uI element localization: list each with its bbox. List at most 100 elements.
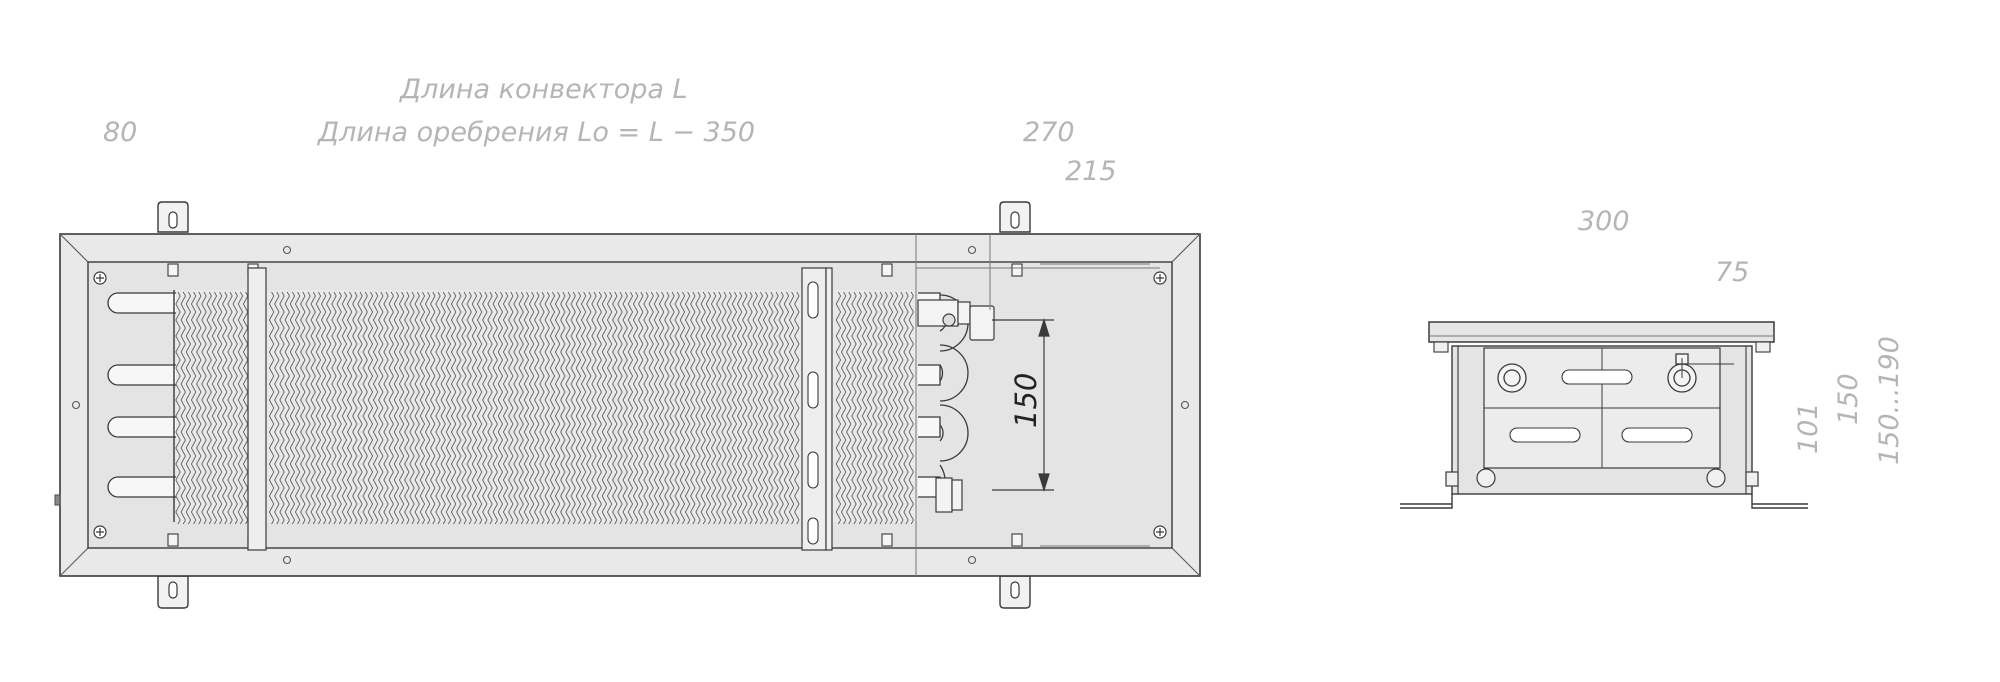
- section-view: [1400, 321, 1808, 509]
- section-grille: [1428, 321, 1775, 343]
- mounting-bracket-bottom-right: [999, 575, 1031, 609]
- frame-bevel: [59, 233, 1201, 577]
- fin: [742, 291, 748, 525]
- fin: [315, 291, 322, 525]
- fin: [653, 291, 660, 525]
- fin: [482, 291, 488, 525]
- fin: [336, 291, 342, 525]
- finning-length-label: Длина оребрения Lo = L − 350: [317, 117, 755, 148]
- fin: [284, 291, 290, 525]
- fin: [570, 291, 576, 525]
- fin: [783, 291, 790, 525]
- fin: [586, 291, 592, 525]
- fin: [445, 291, 452, 525]
- fin: [414, 291, 420, 525]
- fin: [383, 291, 389, 525]
- fin: [175, 291, 181, 525]
- fin: [851, 291, 857, 525]
- fin: [638, 291, 644, 525]
- fin: [372, 291, 379, 525]
- fin: [617, 291, 623, 525]
- fin: [185, 291, 192, 525]
- top-view: 150: [54, 201, 1201, 609]
- fin: [892, 291, 899, 525]
- fin: [877, 291, 883, 525]
- fin: [762, 291, 769, 525]
- fin: [326, 291, 332, 525]
- fin: [232, 291, 238, 525]
- fin: [409, 291, 415, 525]
- fin: [300, 291, 306, 525]
- fin: [180, 291, 186, 525]
- section-feet: [1445, 468, 1759, 488]
- fin: [601, 291, 608, 525]
- section-width-label: 300: [1578, 206, 1630, 237]
- corner-screws: [93, 271, 1167, 539]
- right-offset-label: 270: [1023, 117, 1075, 148]
- support-plate-slots: [807, 281, 819, 545]
- fin: [835, 291, 842, 525]
- fin: [778, 291, 784, 525]
- fin: [752, 291, 758, 525]
- fin: [726, 291, 732, 525]
- fin: [669, 291, 675, 525]
- fin: [705, 291, 712, 525]
- fin: [768, 291, 774, 525]
- fin: [534, 291, 540, 525]
- section-fittings: [1497, 353, 1697, 393]
- fin: [658, 291, 665, 525]
- inlet-fitting: [917, 299, 995, 341]
- fin: [388, 291, 394, 525]
- fin: [560, 291, 566, 525]
- fin: [773, 291, 779, 525]
- fin: [710, 291, 717, 525]
- fin: [508, 291, 514, 525]
- fin: [898, 291, 904, 525]
- fin: [419, 291, 426, 525]
- fin: [528, 291, 535, 525]
- fin: [632, 291, 639, 525]
- outlet-fitting: [935, 477, 963, 513]
- fin: [861, 291, 868, 525]
- fin: [274, 291, 280, 525]
- fin: [476, 291, 483, 525]
- fin: [856, 291, 862, 525]
- section-flanges: [1400, 494, 1808, 509]
- fin: [903, 291, 909, 525]
- fin: [747, 291, 753, 525]
- fin: [492, 291, 498, 525]
- depth-101-label: 101: [1793, 402, 1824, 454]
- fin: [580, 291, 587, 525]
- fin: [887, 291, 894, 525]
- fin: [456, 291, 462, 525]
- fin: [679, 291, 686, 525]
- fin: [289, 291, 296, 525]
- fin: [872, 291, 878, 525]
- fin: [497, 291, 504, 525]
- convector-length-label: Длина конвектора L: [399, 74, 688, 105]
- fin: [206, 291, 212, 525]
- fin: [268, 291, 275, 525]
- fin: [190, 291, 197, 525]
- depth-150-label: 150: [1833, 373, 1864, 425]
- fin: [440, 291, 446, 525]
- right-inner-offset-label: 215: [1065, 156, 1117, 187]
- fin: [690, 291, 696, 525]
- fin: [513, 291, 519, 525]
- fin: [591, 291, 597, 525]
- fin: [211, 291, 218, 525]
- fin: [196, 291, 202, 525]
- mounting-bracket-bottom-left: [157, 575, 189, 609]
- fin: [237, 291, 244, 525]
- section-inner-width-label: 75: [1715, 257, 1749, 288]
- fin: [716, 291, 722, 525]
- fin: [840, 291, 847, 525]
- depth-range-label: 150...190: [1874, 336, 1905, 465]
- fin: [305, 291, 311, 525]
- fin: [502, 291, 509, 525]
- fin: [627, 291, 634, 525]
- fin: [320, 291, 327, 525]
- fin: [554, 291, 561, 525]
- fin: [424, 291, 431, 525]
- fin: [487, 291, 493, 525]
